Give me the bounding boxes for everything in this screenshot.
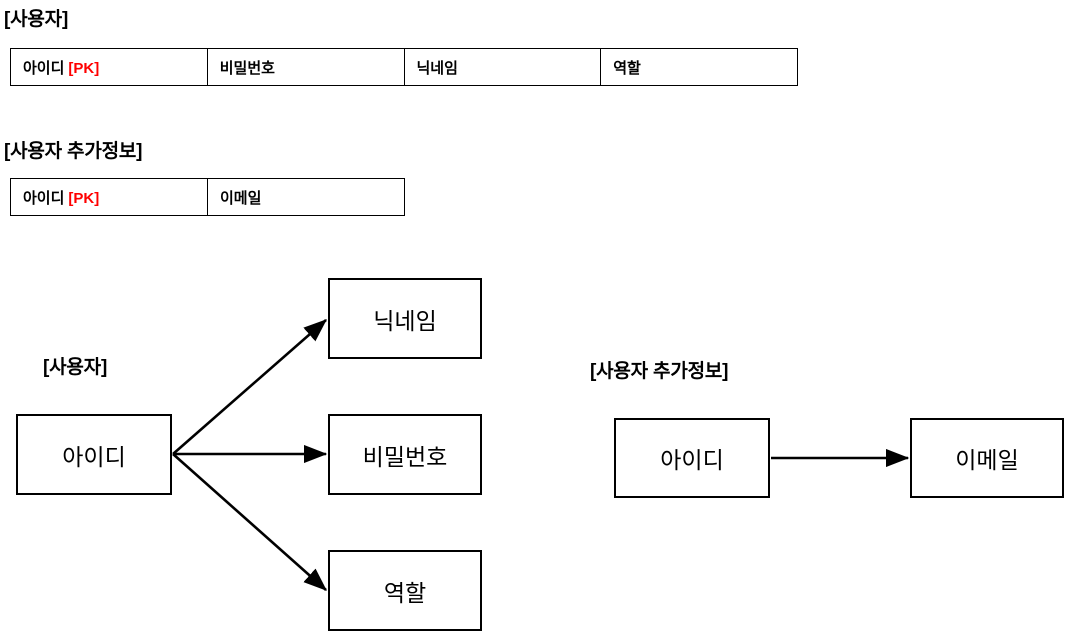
node-password: 비밀번호 xyxy=(328,414,482,495)
table-cell-user-password: 비밀번호 xyxy=(206,48,405,86)
node-nickname: 닉네임 xyxy=(328,278,482,359)
node-role: 역할 xyxy=(328,550,482,631)
diagram-label-user: [사용자] xyxy=(43,357,108,378)
schema-table-user-extra: 아이디[PK] 이메일 xyxy=(10,178,405,216)
column-name: 아이디 xyxy=(23,59,65,77)
table-caption-user: [사용자] xyxy=(4,9,69,30)
table-row: 아이디[PK] 이메일 xyxy=(10,178,405,216)
table-row: 아이디[PK] 비밀번호 닉네임 역할 xyxy=(10,48,798,86)
arrow-id-to-role xyxy=(172,453,327,591)
column-name: 닉네임 xyxy=(416,59,458,77)
arrow-id-to-nickname xyxy=(172,319,327,455)
column-name: 아이디 xyxy=(23,189,65,207)
pk-badge: [PK] xyxy=(68,59,100,77)
node-email: 이메일 xyxy=(910,418,1064,498)
table-cell-extra-id: 아이디[PK] xyxy=(10,178,208,216)
table-caption-user-extra: [사용자 추가정보] xyxy=(4,141,143,162)
pk-badge: [PK] xyxy=(68,189,100,207)
column-name: 이메일 xyxy=(220,189,262,207)
table-cell-extra-email: 이메일 xyxy=(207,178,405,216)
table-cell-user-id: 아이디[PK] xyxy=(10,48,208,86)
node-user-id: 아이디 xyxy=(16,414,172,495)
schema-table-user: 아이디[PK] 비밀번호 닉네임 역할 xyxy=(10,48,798,86)
column-name: 비밀번호 xyxy=(219,59,275,77)
node-extra-user-id: 아이디 xyxy=(614,418,770,498)
diagram-label-user-extra: [사용자 추가정보] xyxy=(590,361,729,382)
table-cell-user-nickname: 닉네임 xyxy=(403,48,602,86)
column-name: 역할 xyxy=(613,59,641,77)
table-cell-user-role: 역할 xyxy=(600,48,798,86)
